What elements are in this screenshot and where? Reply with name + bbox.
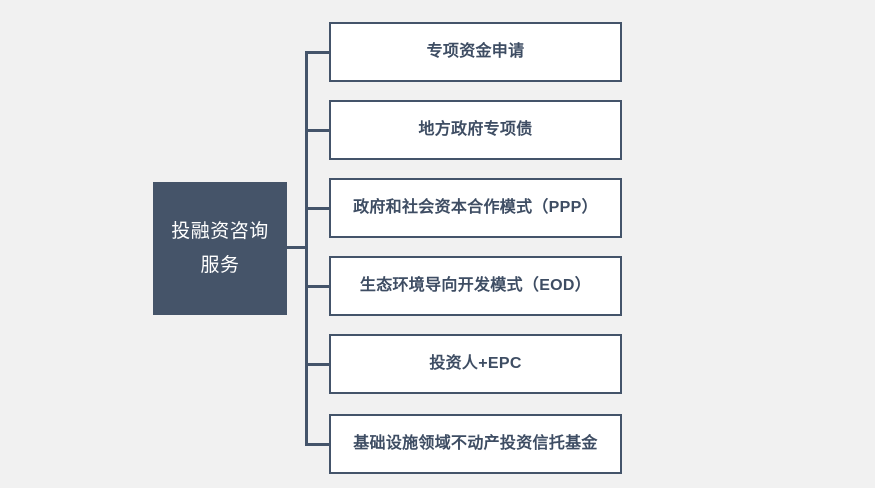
root-node[interactable]: 投融资咨询 服务 — [153, 182, 287, 315]
connector-branch-1 — [305, 51, 330, 54]
connector-branch-2 — [305, 129, 330, 132]
child-node-5[interactable]: 投资人+EPC — [329, 334, 622, 394]
connector-branch-6 — [305, 443, 330, 446]
child-node-6[interactable]: 基础设施领域不动产投资信托基金 — [329, 414, 622, 474]
connector-trunk — [305, 52, 308, 446]
connector-root-stub — [287, 246, 308, 249]
child-node-5-label: 投资人+EPC — [429, 355, 522, 372]
connector-branch-5 — [305, 363, 330, 366]
child-node-1[interactable]: 专项资金申请 — [329, 22, 622, 82]
child-node-2-label: 地方政府专项债 — [418, 121, 533, 138]
child-node-1-label: 专项资金申请 — [426, 43, 525, 60]
child-node-3[interactable]: 政府和社会资本合作模式（PPP） — [329, 178, 622, 238]
connector-branch-3 — [305, 207, 330, 210]
child-node-6-label: 基础设施领域不动产投资信托基金 — [353, 435, 598, 452]
child-node-4[interactable]: 生态环境导向开发模式（EOD） — [329, 256, 622, 316]
connector-branch-4 — [305, 285, 330, 288]
root-node-label: 投融资咨询 服务 — [171, 220, 269, 276]
child-node-2[interactable]: 地方政府专项债 — [329, 100, 622, 160]
child-node-4-label: 生态环境导向开发模式（EOD） — [359, 277, 592, 294]
child-node-3-label: 政府和社会资本合作模式（PPP） — [353, 199, 598, 216]
